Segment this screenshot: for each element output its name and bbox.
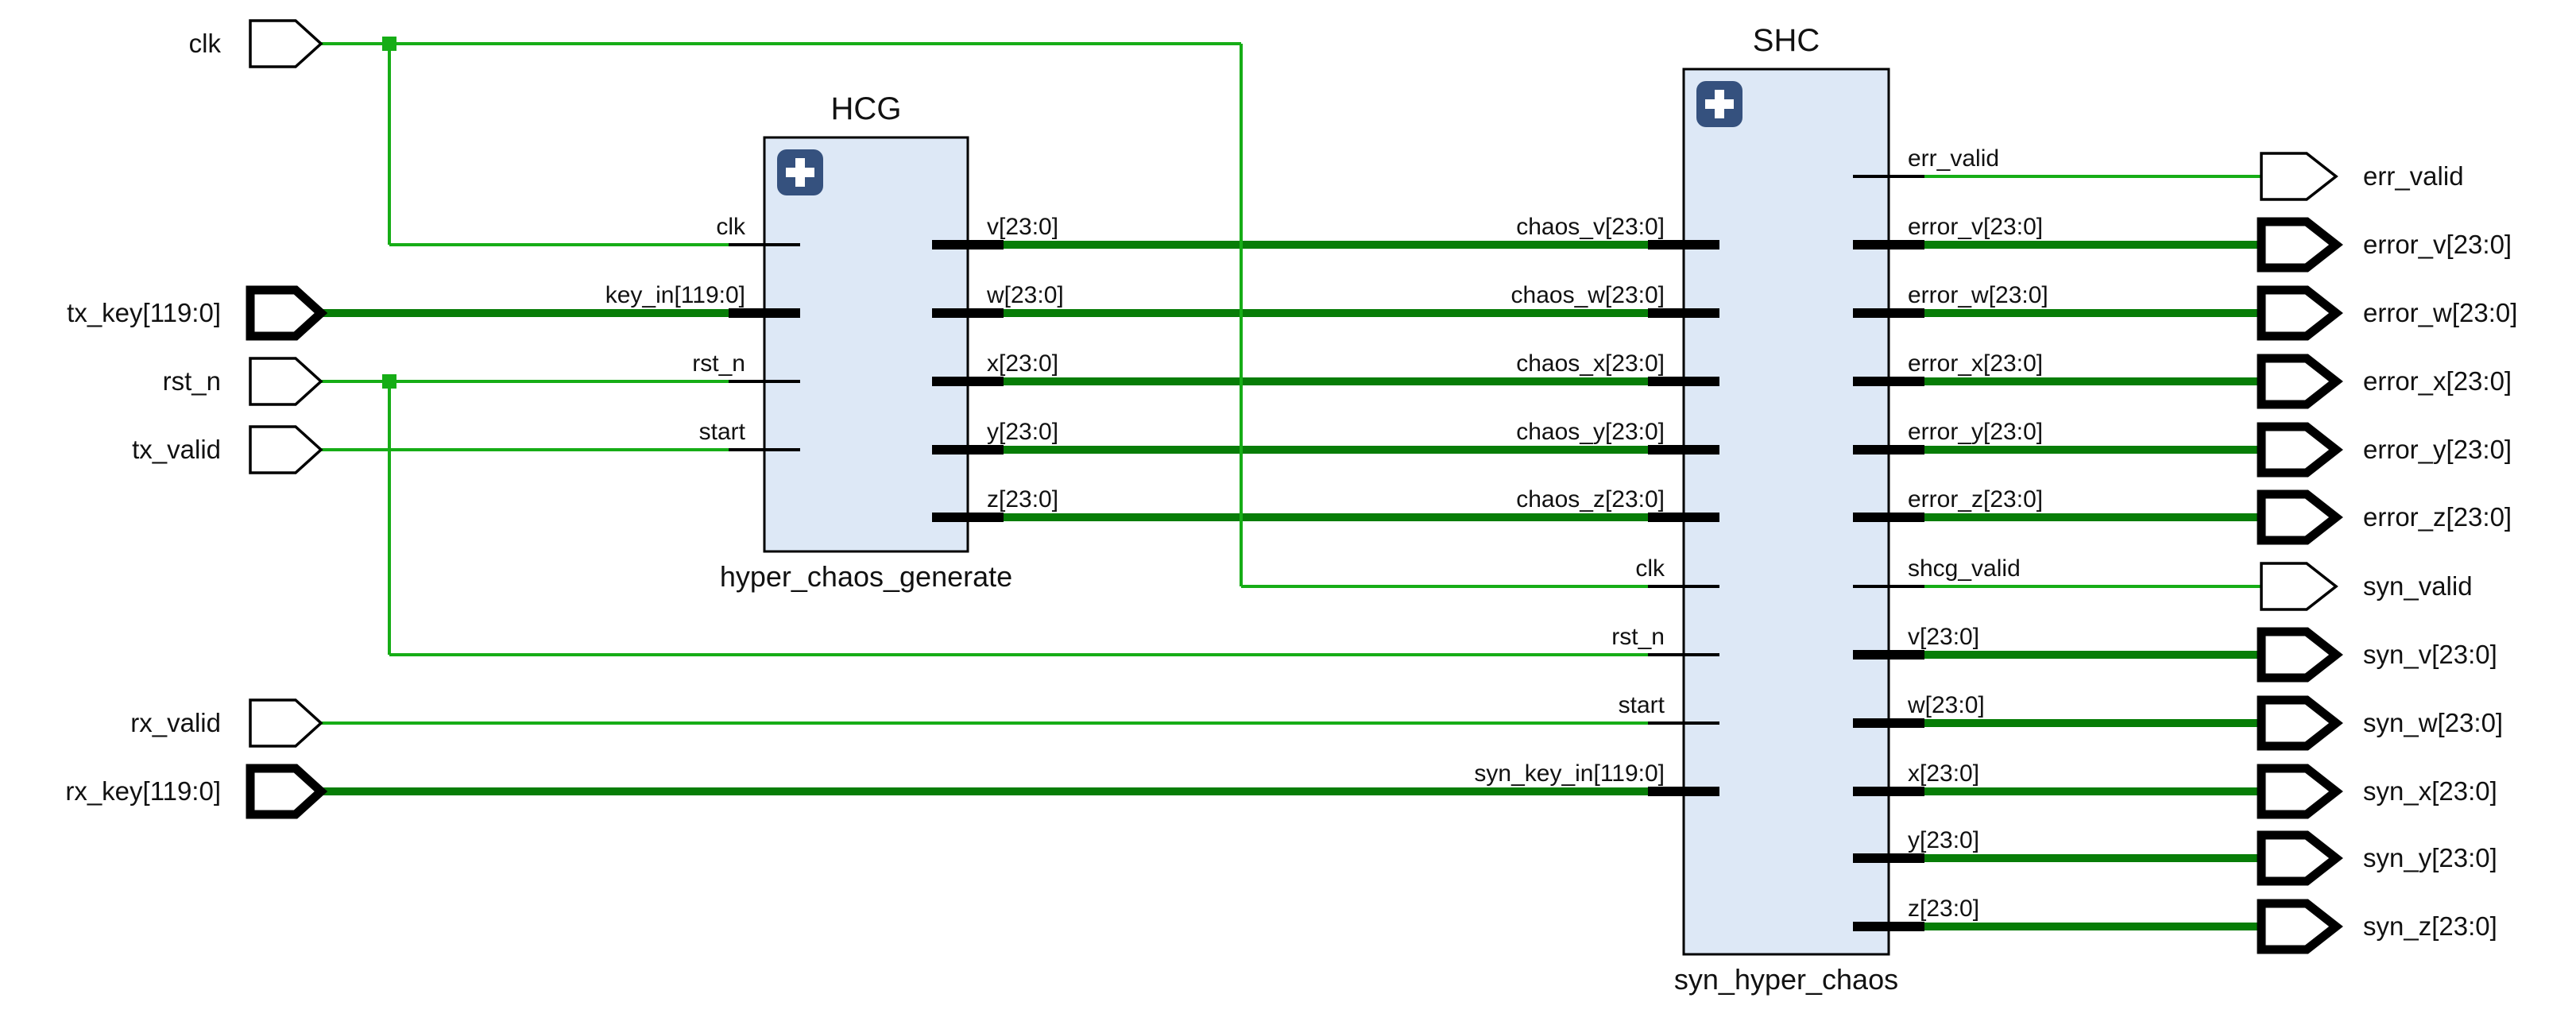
output-port-label-syn_y[23:0]: syn_y[23:0] — [2363, 843, 2497, 872]
pin-label-hcg-x[23:0]: x[23:0] — [987, 350, 1058, 377]
output-port-syn_x[23:0][interactable] — [2257, 764, 2343, 819]
output-port-syn_y[23:0][interactable] — [2257, 830, 2343, 886]
thin-nets-layer — [321, 37, 2261, 725]
input-port-label-rx_valid: rx_valid — [130, 708, 221, 737]
block-instance-label-hcg: hyper_chaos_generate — [720, 560, 1012, 593]
pin-label-shc-chaos_x[23:0]: chaos_x[23:0] — [1516, 350, 1665, 377]
ports-layer: clk tx_key[119:0] rst_n tx_valid rx_valid rx_… — [65, 19, 2517, 954]
block-body-shc[interactable] — [1682, 68, 1890, 956]
output-port-label-error_z[23:0]: error_z[23:0] — [2363, 502, 2512, 532]
pin-label-shc-rst_n: rst_n — [1611, 624, 1665, 650]
output-port-syn_valid[interactable] — [2260, 562, 2338, 611]
pin-label-hcg-rst_n: rst_n — [692, 350, 745, 377]
output-port-label-err_valid: err_valid — [2363, 161, 2464, 191]
pin-label-shc-w[23:0]: w[23:0] — [1907, 692, 1985, 718]
output-port-error_v[23:0][interactable] — [2257, 217, 2343, 273]
bus-nets-layer — [323, 241, 2261, 930]
expand-plus-icon[interactable] — [1696, 81, 1742, 127]
output-port-label-error_x[23:0]: error_x[23:0] — [2363, 366, 2512, 396]
pin-label-shc-shcg_valid: shcg_valid — [1908, 555, 2021, 582]
pin-label-shc-z[23:0]: z[23:0] — [1908, 896, 1979, 922]
input-port-tx_valid[interactable] — [249, 425, 323, 474]
pin-label-hcg-w[23:0]: w[23:0] — [986, 282, 1064, 308]
net-junction-clk — [382, 37, 396, 51]
input-port-label-tx_valid: tx_valid — [132, 435, 221, 464]
block-body-hcg[interactable] — [763, 136, 969, 553]
output-port-label-error_w[23:0]: error_w[23:0] — [2363, 298, 2517, 327]
pin-label-shc-chaos_z[23:0]: chaos_z[23:0] — [1516, 486, 1665, 513]
output-port-error_y[23:0][interactable] — [2257, 422, 2343, 478]
pin-label-shc-error_z[23:0]: error_z[23:0] — [1908, 486, 2043, 513]
output-port-label-syn_w[23:0]: syn_w[23:0] — [2363, 708, 2503, 737]
block-instance-label-shc: syn_hyper_chaos — [1674, 963, 1898, 996]
pin-label-shc-v[23:0]: v[23:0] — [1908, 624, 1979, 650]
output-port-label-error_y[23:0]: error_y[23:0] — [2363, 435, 2512, 464]
output-port-err_valid[interactable] — [2260, 152, 2338, 201]
output-port-error_x[23:0][interactable] — [2257, 354, 2343, 409]
pin-label-shc-clk: clk — [1635, 555, 1665, 582]
input-port-clk[interactable] — [249, 19, 323, 68]
net-junction-rst_n — [382, 374, 396, 389]
pin-label-hcg-y[23:0]: y[23:0] — [987, 419, 1058, 445]
pin-label-hcg-v[23:0]: v[23:0] — [987, 214, 1058, 240]
input-port-label-tx_key[119:0]: tx_key[119:0] — [67, 298, 221, 327]
pin-label-shc-error_v[23:0]: error_v[23:0] — [1908, 214, 2043, 240]
block-shc: SHC syn_hyper_chaos chaos_v[23:0] chaos_w[2… — [1474, 23, 2048, 996]
input-port-label-clk: clk — [189, 29, 222, 58]
pin-label-hcg-clk: clk — [716, 214, 746, 240]
input-port-label-rx_key[119:0]: rx_key[119:0] — [65, 776, 221, 806]
pin-label-shc-syn_key_in[119:0]: syn_key_in[119:0] — [1474, 760, 1665, 787]
pin-label-shc-x[23:0]: x[23:0] — [1908, 760, 1979, 787]
pin-label-hcg-z[23:0]: z[23:0] — [987, 486, 1058, 513]
input-port-rx_valid[interactable] — [249, 698, 323, 748]
pin-label-shc-error_x[23:0]: error_x[23:0] — [1908, 350, 2043, 377]
blocks-layer: HCG hyper_chaos_generate clk key_in[119:0]r… — [605, 23, 2048, 996]
pin-label-shc-error_w[23:0]: error_w[23:0] — [1908, 282, 2048, 308]
expand-icon-plus-v — [795, 158, 805, 187]
output-port-error_w[23:0][interactable] — [2257, 285, 2343, 341]
output-port-syn_z[23:0][interactable] — [2257, 899, 2343, 954]
pin-label-shc-y[23:0]: y[23:0] — [1908, 827, 1979, 853]
pin-label-hcg-start: start — [699, 419, 746, 445]
output-port-label-syn_z[23:0]: syn_z[23:0] — [2363, 911, 2497, 941]
input-port-rst_n[interactable] — [249, 357, 323, 406]
expand-icon-plus-v — [1715, 90, 1724, 118]
output-port-label-syn_x[23:0]: syn_x[23:0] — [2363, 776, 2497, 806]
block-title-hcg: HCG — [831, 91, 902, 126]
block-title-shc: SHC — [1753, 23, 1820, 58]
pin-label-shc-error_y[23:0]: error_y[23:0] — [1908, 419, 2043, 445]
block-hcg: HCG hyper_chaos_generate clk key_in[119:0]r… — [605, 91, 1064, 593]
input-port-rx_key[119:0][interactable] — [246, 764, 328, 819]
pin-label-hcg-key_in[119:0]: key_in[119:0] — [605, 282, 745, 308]
expand-plus-icon[interactable] — [777, 149, 823, 195]
input-port-label-rst_n: rst_n — [163, 366, 221, 396]
pin-label-shc-chaos_y[23:0]: chaos_y[23:0] — [1516, 419, 1665, 445]
pin-label-shc-start: start — [1619, 692, 1665, 718]
pin-label-shc-chaos_v[23:0]: chaos_v[23:0] — [1516, 214, 1665, 240]
pin-label-shc-chaos_w[23:0]: chaos_w[23:0] — [1511, 282, 1665, 308]
output-port-label-error_v[23:0]: error_v[23:0] — [2363, 230, 2512, 259]
output-port-label-syn_v[23:0]: syn_v[23:0] — [2363, 640, 2497, 669]
pin-label-shc-err_valid: err_valid — [1908, 145, 1999, 172]
output-port-error_z[23:0][interactable] — [2257, 489, 2343, 545]
input-port-tx_key[119:0][interactable] — [246, 285, 328, 341]
output-port-label-syn_valid: syn_valid — [2363, 571, 2473, 601]
output-port-syn_v[23:0][interactable] — [2257, 627, 2343, 683]
output-port-syn_w[23:0][interactable] — [2257, 695, 2343, 751]
